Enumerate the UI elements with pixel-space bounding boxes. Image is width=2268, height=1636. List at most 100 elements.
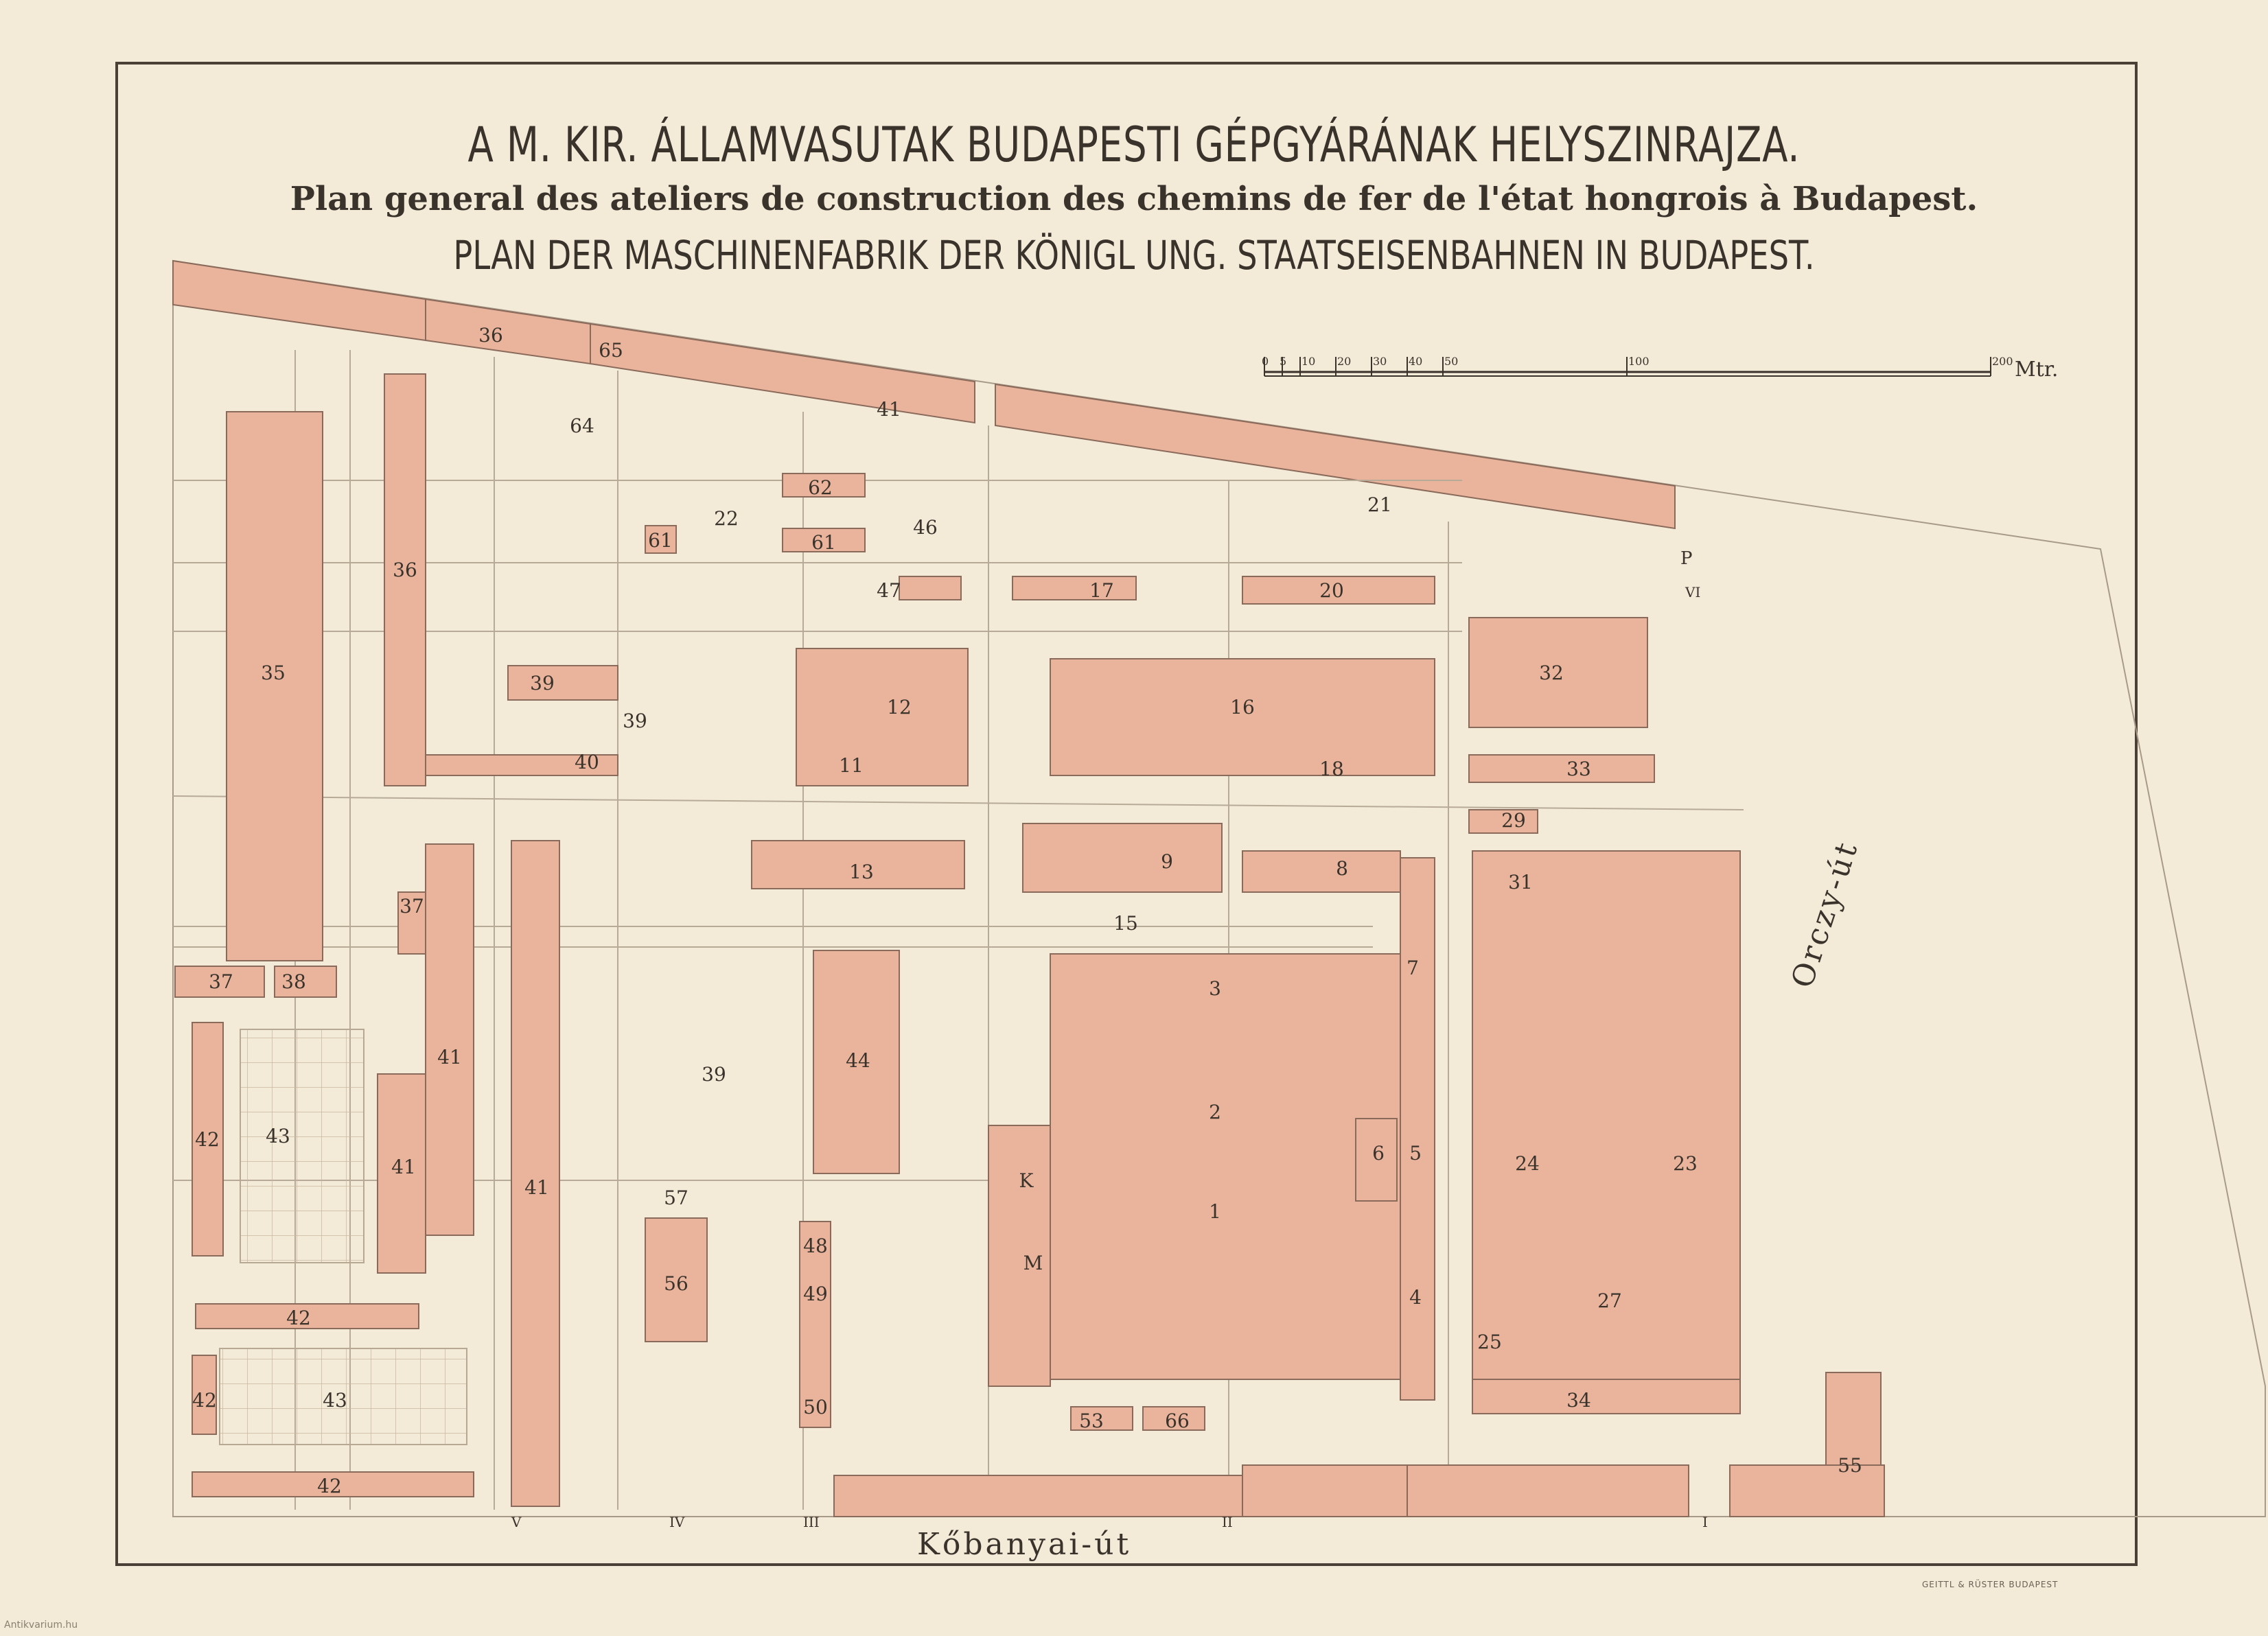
- buildings: [174, 373, 1885, 1517]
- label-46: 46: [913, 516, 938, 539]
- building-66: [1142, 1406, 1205, 1431]
- label-15: 15: [1113, 912, 1138, 935]
- kobanyai-row-mid: [1242, 1464, 1408, 1517]
- building-41b: [377, 1073, 426, 1274]
- building-33: [1468, 754, 1655, 783]
- gate-marker: III: [803, 1514, 820, 1530]
- building-42b: [195, 1303, 419, 1329]
- building-11-12: [796, 648, 969, 786]
- building-13: [751, 840, 965, 889]
- label-6: 6: [1372, 1142, 1385, 1165]
- label-66: 66: [1165, 1410, 1190, 1432]
- building-34: [1472, 1379, 1741, 1414]
- building-20: [1242, 576, 1435, 605]
- building-35: [226, 411, 323, 961]
- building-61b: [645, 525, 677, 554]
- label-41: 41: [437, 1046, 462, 1068]
- label-38: 38: [281, 970, 306, 993]
- map-frame: [115, 62, 2138, 1566]
- building-42c: [192, 1355, 217, 1435]
- label-37: 37: [400, 895, 424, 918]
- building-labels: 35 36 40 39 11 12 13 16 18 32 33 20 21 4…: [192, 324, 1862, 1497]
- building-32: [1468, 617, 1648, 728]
- building-6: [1355, 1118, 1398, 1202]
- site-outline: [172, 259, 2266, 1517]
- label-29: 29: [1501, 809, 1526, 832]
- label-41c: 41: [524, 1176, 549, 1199]
- building-37b: [397, 891, 426, 955]
- building-37: [174, 966, 265, 998]
- label-37b: 37: [209, 970, 233, 993]
- building-62: [782, 473, 866, 498]
- label-42: 42: [195, 1128, 220, 1151]
- label-3: 3: [1209, 977, 1221, 1000]
- label-27: 27: [1597, 1289, 1622, 1312]
- label-18: 18: [1319, 758, 1344, 780]
- label-56: 56: [664, 1272, 688, 1295]
- gate-markers: I II III IV V VI P: [511, 548, 1708, 1530]
- label-42d: 42: [317, 1475, 342, 1497]
- label-36b: 36: [478, 324, 503, 347]
- label-41b: 41: [391, 1156, 416, 1178]
- label-4: 4: [1409, 1286, 1422, 1309]
- building-40: [425, 754, 618, 776]
- label-20: 20: [1319, 579, 1344, 602]
- label-32: 32: [1539, 662, 1564, 684]
- label-42c: 42: [192, 1389, 217, 1412]
- building-55: [1825, 1372, 1882, 1466]
- label-53: 53: [1079, 1410, 1104, 1432]
- building-37-41: [425, 843, 474, 1236]
- building-36: [384, 373, 426, 786]
- label-57: 57: [664, 1187, 688, 1209]
- label-50: 50: [803, 1396, 828, 1418]
- gate-marker: II: [1222, 1514, 1233, 1530]
- building-23-31: [1472, 850, 1741, 1380]
- label-k: K: [1019, 1169, 1034, 1192]
- scale-unit: Mtr.: [2015, 358, 2058, 382]
- label-42b: 42: [286, 1307, 311, 1329]
- building-48-50: [799, 1221, 831, 1428]
- scale-tick-100: 100: [1628, 355, 1650, 368]
- label-48: 48: [803, 1235, 828, 1257]
- label-5: 5: [1409, 1142, 1422, 1165]
- watermark: Antikvarium.hu: [4, 1620, 78, 1631]
- label-1: 1: [1209, 1200, 1221, 1223]
- building-61: [782, 528, 866, 552]
- building-9-10: [1022, 823, 1223, 893]
- label-11: 11: [839, 754, 864, 777]
- building-29: [1468, 809, 1538, 834]
- building-56: [645, 1217, 708, 1342]
- label-16: 16: [1230, 696, 1255, 718]
- label-8: 8: [1336, 857, 1348, 880]
- kobanyai-row-east: [1407, 1464, 1689, 1517]
- gate-marker: V: [511, 1514, 522, 1530]
- label-13: 13: [849, 861, 874, 883]
- label-49: 49: [803, 1283, 828, 1305]
- scale-tick-30: 30: [1373, 355, 1387, 368]
- label-23: 23: [1673, 1152, 1698, 1175]
- scale-bar: 0 5 10 20 30 40 50 100 200 Mtr.: [1262, 355, 2058, 382]
- building-k-m-14: [988, 1125, 1051, 1387]
- building-42: [192, 1022, 224, 1257]
- label-21: 21: [1367, 493, 1392, 516]
- scale-tick-5: 5: [1280, 355, 1286, 368]
- scale-tick-20: 20: [1337, 355, 1351, 368]
- label-39: 39: [530, 672, 555, 694]
- label-12: 12: [887, 696, 912, 718]
- building-47: [899, 576, 962, 600]
- building-17: [1012, 576, 1137, 600]
- title-french: Plan general des ateliers de constructio…: [290, 180, 1978, 218]
- building-41c: [511, 840, 560, 1507]
- yard-grids: [219, 1029, 467, 1445]
- label-61b: 61: [648, 529, 673, 552]
- label-62: 62: [808, 476, 833, 499]
- label-35: 35: [261, 662, 286, 684]
- label-65: 65: [599, 339, 623, 362]
- scale-tick-0: 0: [1262, 355, 1269, 368]
- label-41d: 41: [877, 398, 901, 421]
- label-33: 33: [1566, 758, 1591, 780]
- label-40: 40: [575, 751, 599, 773]
- label-2: 2: [1209, 1101, 1221, 1123]
- building-16-18: [1050, 658, 1435, 776]
